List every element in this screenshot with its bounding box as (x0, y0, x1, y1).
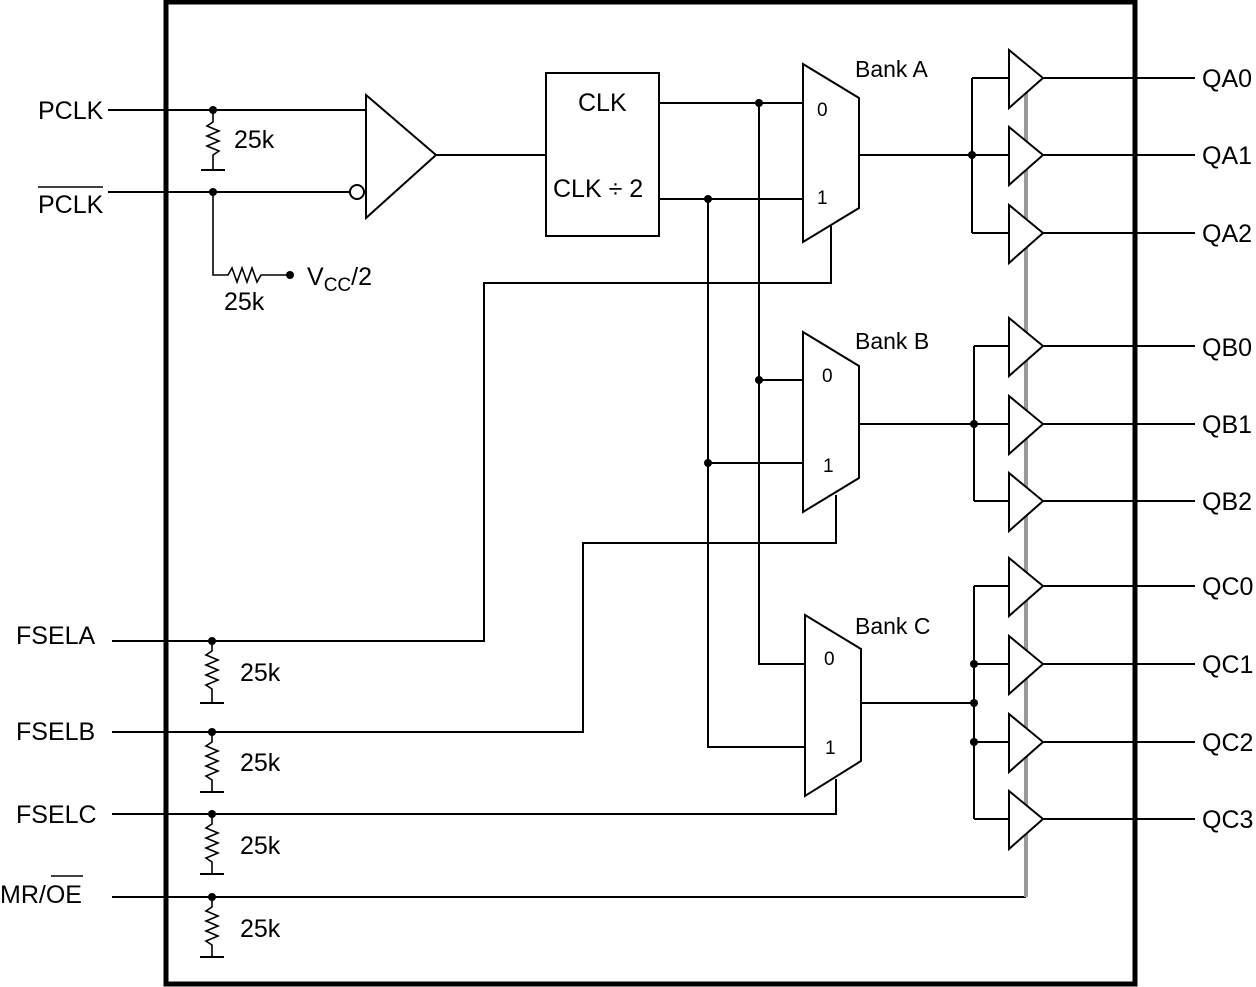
qc0-label: QC0 (1202, 573, 1253, 601)
pclk-resistor-value: 25k (234, 126, 275, 154)
bank-c-input-0: 0 (824, 649, 835, 670)
clk-junction (755, 99, 763, 107)
fselb-resistor-value: 25k (240, 749, 281, 777)
bank-a-label: Bank A (855, 56, 929, 82)
bank-c-junction (970, 699, 978, 707)
qa2-driver (972, 202, 1195, 266)
fselc-wire (112, 779, 837, 815)
fselb-resistor (200, 728, 224, 793)
bank-a-input-0: 0 (817, 100, 828, 121)
clk-div2-bus-vertical (707, 199, 805, 748)
fselb-label: FSELB (16, 718, 95, 746)
qb1-driver (974, 393, 1195, 457)
fselc-resistor-value: 25k (240, 832, 281, 860)
input-buffer (365, 92, 438, 221)
bank-c-mux (804, 613, 862, 798)
clk-bank-b-junction (755, 376, 763, 384)
qa1-driver (972, 124, 1195, 188)
qc0-driver (974, 555, 1195, 619)
bank-b-label: Bank B (855, 328, 929, 354)
qc3-driver (974, 788, 1195, 852)
bank-b-input-0: 0 (822, 366, 833, 387)
clk-div2-bank-b-junction (704, 459, 712, 467)
fsela-wire (112, 225, 832, 642)
fselc-resistor (200, 810, 224, 875)
divider-clk-label: CLK (578, 89, 627, 117)
pclk-n-resistor-value: 25k (224, 288, 265, 316)
clk-bus-vertical (758, 103, 805, 665)
pclk-n-label: PCLK (38, 191, 104, 219)
qb0-label: QB0 (1202, 334, 1252, 362)
mr-oe-resistor-value: 25k (240, 915, 281, 943)
qb1-label: QB1 (1202, 411, 1252, 439)
pclk-pulldown-resistor (201, 110, 225, 171)
fsela-resistor (200, 637, 224, 704)
qc2-label: QC2 (1202, 729, 1253, 757)
vcc-half-label: VCC/2 (307, 263, 372, 296)
fselc-label: FSELC (16, 801, 97, 829)
bank-c-label: Bank C (855, 613, 930, 639)
bank-a-mux (802, 62, 860, 244)
qc2-driver (974, 711, 1195, 775)
bank-b-input-1: 1 (823, 456, 834, 477)
qa1-label: QA1 (1202, 142, 1252, 170)
qa0-driver (972, 47, 1195, 111)
clk-div2-junction (704, 195, 712, 203)
pclk-n-bias-resistor (212, 192, 294, 285)
qb0-driver (974, 315, 1195, 379)
fsela-label: FSELA (16, 622, 96, 650)
divider-clk-div2-label: CLK ÷ 2 (553, 175, 643, 203)
bank-b-mux (802, 330, 860, 514)
fsela-resistor-value: 25k (240, 659, 281, 687)
bank-a-input-1: 1 (817, 188, 828, 209)
mr-oe-resistor (200, 893, 224, 958)
mr-oe-label: MR/OE (0, 881, 82, 909)
qb2-driver (974, 470, 1195, 534)
qb2-label: QB2 (1202, 488, 1252, 516)
qc1-driver (974, 633, 1195, 697)
clock-divider-block (545, 72, 660, 237)
bank-c-input-1: 1 (825, 738, 836, 759)
qa0-label: QA0 (1202, 65, 1252, 93)
chip-boundary (163, 0, 1138, 987)
inverting-bubble-icon (349, 184, 365, 200)
qc1-label: QC1 (1202, 651, 1253, 679)
pclk-label: PCLK (38, 97, 104, 125)
fselb-wire (112, 495, 837, 733)
qa2-label: QA2 (1202, 220, 1252, 248)
qc3-label: QC3 (1202, 806, 1253, 834)
